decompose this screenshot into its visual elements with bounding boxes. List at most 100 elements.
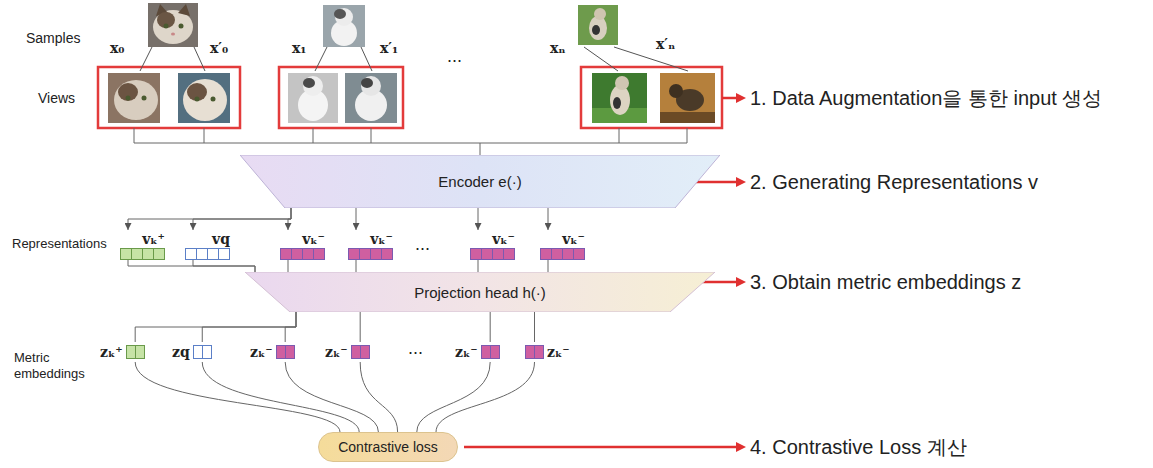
view-photo [126,96,131,101]
sample-photo [578,5,618,45]
view-input-line [480,143,481,155]
node-label: vₖ⁻ [370,231,393,247]
sample-photo [178,4,190,16]
connector [360,362,397,432]
sample-photo [164,24,169,29]
view-photo [288,73,338,123]
embedding-cells [126,345,145,359]
node-label: zₖ⁺ [100,342,123,362]
view-input-line [204,128,205,143]
callout-arrow [736,93,746,103]
metric-embedding: zₖ⁻ [325,342,370,362]
embedding-cells [481,345,500,359]
math-symbol-label: x′ₙ [656,36,675,53]
connector [285,362,378,432]
node-label: vₖ⁻ [302,231,325,247]
augmentation-line [361,47,372,71]
view-input-line [134,128,687,155]
view-photo [592,73,647,123]
vector-cell [153,248,165,260]
view-photo [178,73,230,123]
math-symbol-label: x′₁ [380,40,398,57]
connector [356,260,357,272]
view-photo [178,73,230,123]
view-highlight-box [98,67,240,128]
step-annotation: 4. Contrastive Loss 계산 [750,435,967,459]
sample-photo [171,33,175,36]
representation-vector: vₖ⁻ [540,230,585,260]
vector-cell [573,248,585,260]
text-label: Views [38,90,75,107]
sample-photo [323,5,365,47]
augmentation-line [140,47,152,71]
encoder-block: Encoder e(·) [240,155,720,208]
connector [490,312,491,342]
view-photo [345,73,397,123]
view-photo [361,78,373,88]
node-label: Contrastive loss [338,439,438,455]
view-input-line [619,128,620,143]
node-text-wrap: Encoder e(·) [240,155,720,208]
node-text-wrap: Projection head h(·) [245,272,715,312]
callout-arrow [736,277,746,287]
callout-arrow [722,97,737,100]
embedding-cell [360,345,370,359]
sample-photo [578,5,618,45]
augmentation-line [194,47,205,71]
connector [548,208,549,230]
representation-vector: vq [185,230,230,260]
view-highlight-box [279,67,403,128]
vector-cell [381,248,393,260]
representation-vector: vₖ⁺ [120,230,165,260]
view-photo [613,97,621,109]
view-highlight-box [581,67,722,128]
view-photo [195,97,200,102]
sample-photo [594,8,606,20]
view-input-line [134,128,135,143]
view-photo [361,76,381,96]
vector-cells [470,248,515,260]
text-label: ... [447,46,462,68]
vector-cell [313,248,325,260]
math-symbol-label: xₙ [550,40,566,57]
vector-cells [280,248,325,260]
vector-label-row: vₖ⁻ [280,230,325,248]
sample-photo [148,3,198,47]
sample-photo [335,8,353,26]
vector-label-row: vq [185,230,230,248]
metric-embedding: zₖ⁻ [525,342,570,362]
view-photo [592,73,647,123]
step-annotation: 2. Generating Representations v [750,170,1038,194]
embedding-cell [490,345,500,359]
connector [288,260,289,272]
connector [548,260,549,272]
callout-arrow [736,442,746,452]
callout-arrow [464,446,737,449]
embedding-cells [276,345,295,359]
vector-cell [218,248,230,260]
connector [135,362,340,432]
node-label: zₖ⁻ [325,342,348,362]
view-photo [118,83,138,101]
connector [478,208,479,230]
view-photo [345,73,397,123]
node-label: vₖ⁺ [142,231,165,247]
connector [356,208,357,230]
sample-photo [157,12,175,28]
math-symbol-label: x₀ [110,40,124,57]
connector [436,362,535,432]
connector [478,260,479,272]
step-annotation: 3. Obtain metric embeddings z [750,270,1021,294]
connector [202,312,296,342]
text-label: ... [408,338,423,360]
node-label: vq [212,231,230,247]
vector-cells [540,248,585,260]
view-input-line [687,128,688,143]
connector [534,312,535,342]
vector-cells [185,248,230,260]
text-label: Representations [12,236,107,252]
view-photo [660,73,715,123]
text-label: ... [415,234,430,256]
view-photo [114,80,158,120]
view-highlight-box [98,67,722,128]
